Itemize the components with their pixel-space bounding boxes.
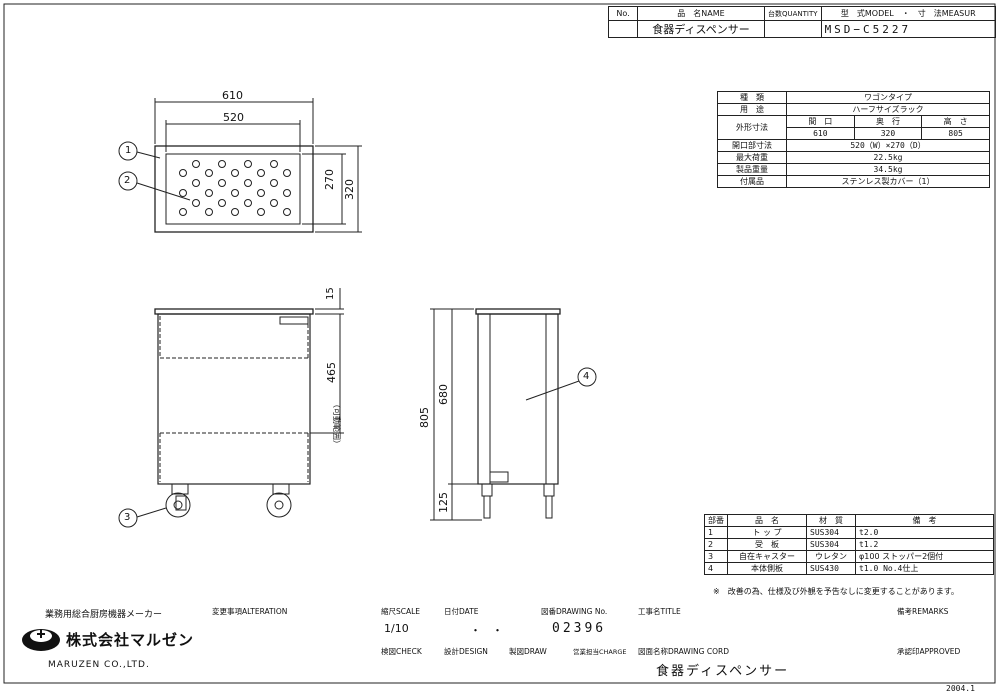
table-row: 4 本体側板 SUS430 t1.0 No.4仕上 (704, 562, 994, 575)
dim-15: 15 (325, 287, 336, 300)
scale-value: 1/10 (384, 622, 409, 635)
remarks-label: 備考REMARKS (897, 607, 949, 616)
parts-table: 部番 品 名 材 質 備 考 1 ト ッ プ SUS304 t2.0 2 受 板… (704, 514, 994, 575)
title-block: No. 品 名NAME 台数QUANTITY 型 式MODEL ・ 寸 法MEA… (608, 6, 997, 38)
draw-label: 製図DRAW (509, 647, 547, 656)
model-value: MSD−C5227 (820, 20, 997, 38)
approved-label: 承認印APPROVED (897, 647, 961, 656)
technical-drawing (118, 98, 597, 528)
front-view (118, 288, 344, 528)
drawing-cord-label: 図面名称DRAWING CORD (638, 647, 729, 656)
table-row: 2 受 板 SUS304 t1.2 (704, 538, 994, 551)
drawing-no-value: 02396 (552, 621, 607, 636)
check-label: 検図CHECK (381, 647, 422, 656)
dim-465: 465 (325, 362, 338, 383)
dim-270: 270 (323, 169, 336, 190)
dim-610: 610 (222, 89, 243, 102)
date-value: ・ ・ (470, 624, 503, 637)
alteration-label: 変更事項ALTERATION (212, 607, 288, 616)
title-label: 工事名TITLE (638, 607, 681, 616)
company-tagline: 業務用総合厨房機器メーカー (45, 610, 163, 620)
top-view (118, 98, 362, 233)
table-row: 1 ト ッ プ SUS304 t2.0 (704, 526, 994, 539)
company-name: 株式会社マルゼン (66, 631, 195, 649)
dim-680: 680 (437, 384, 450, 405)
design-label: 設計DESIGN (444, 647, 488, 656)
dim-805: 805 (418, 407, 431, 428)
balloon-1: 1 (125, 145, 132, 156)
drawing-no-label: 図番DRAWING No. (541, 607, 608, 616)
accessory-value: ステンレス製カバー（1） (786, 175, 990, 188)
balloon-2: 2 (124, 175, 131, 186)
version-label: 2004.1 (946, 684, 975, 693)
perforation-holes (179, 160, 291, 216)
company-roman: MARUZEN CO.,LTD. (48, 660, 150, 670)
balloon-3: 3 (124, 512, 131, 523)
dim-320: 320 (343, 179, 356, 200)
change-notice: ※ 改善の為、仕様及び外観を予告なしに変更することがあります。 (713, 587, 959, 596)
product-name: 食器ディスペンサー (637, 20, 765, 38)
accessory-label: 付属品 (717, 175, 787, 188)
dim-465-note: （可動範囲） (332, 400, 341, 448)
scale-label: 縮尺SCALE (381, 607, 421, 616)
part-remarks: t1.0 No.4仕上 (855, 562, 994, 575)
company-logo (22, 629, 60, 651)
side-view (430, 308, 597, 521)
part-name: 本体側板 (727, 562, 807, 575)
dim-520: 520 (223, 111, 244, 124)
charge-label: 営業担当CHARGE (573, 648, 627, 656)
drawing-cord-value: 食器ディスペンサー (656, 664, 790, 679)
balloon-4: 4 (583, 371, 590, 382)
date-label: 日付DATE (444, 607, 479, 616)
spec-table: 種 類ワゴンタイプ 用 途ハーフサイズラック 外形寸法 間 口 奥 行 高 さ … (717, 91, 990, 188)
dims-label: 外形寸法 (717, 115, 787, 140)
dim-125: 125 (437, 492, 450, 513)
